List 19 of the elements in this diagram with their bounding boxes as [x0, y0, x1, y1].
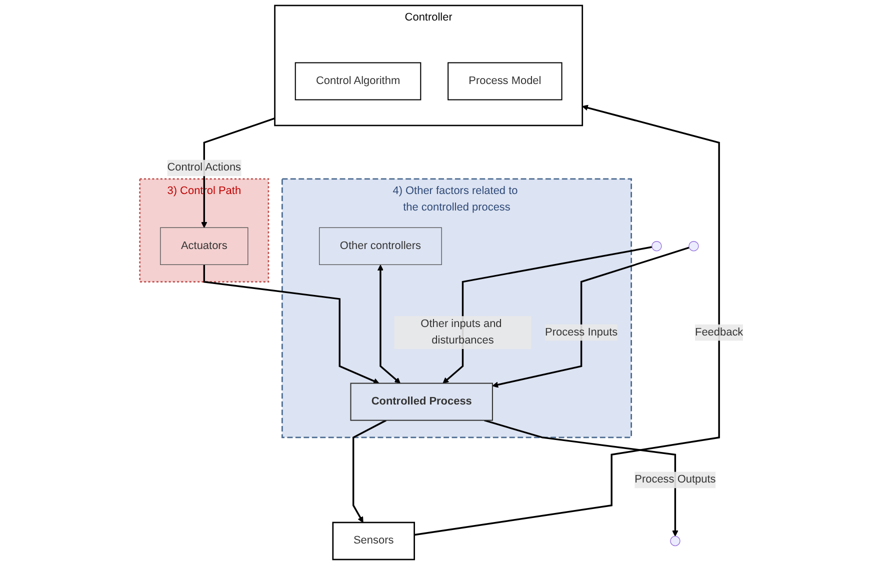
arrow	[492, 246, 690, 388]
edge-label: Control Actions	[167, 162, 242, 174]
arrow	[377, 264, 401, 384]
arrow	[203, 264, 380, 384]
arrow	[352, 420, 387, 523]
node-box: Control Algorithm	[294, 62, 422, 100]
node-box: Actuators	[160, 227, 248, 266]
arrow	[484, 420, 678, 536]
node-box: Other controllers	[319, 227, 442, 266]
arrow	[442, 246, 652, 384]
edge-label: Process Outputs	[634, 474, 716, 486]
node-box: Controlled Process	[350, 382, 493, 421]
edge-label: Process Inputs	[545, 326, 618, 338]
node-box: Process Model	[448, 62, 562, 100]
arrow	[201, 118, 276, 228]
edge-label: Other inputs and disturbances	[420, 318, 502, 346]
node-box: Sensors	[332, 522, 415, 560]
arrow	[414, 104, 720, 536]
edge-label: Feedback	[694, 326, 744, 338]
